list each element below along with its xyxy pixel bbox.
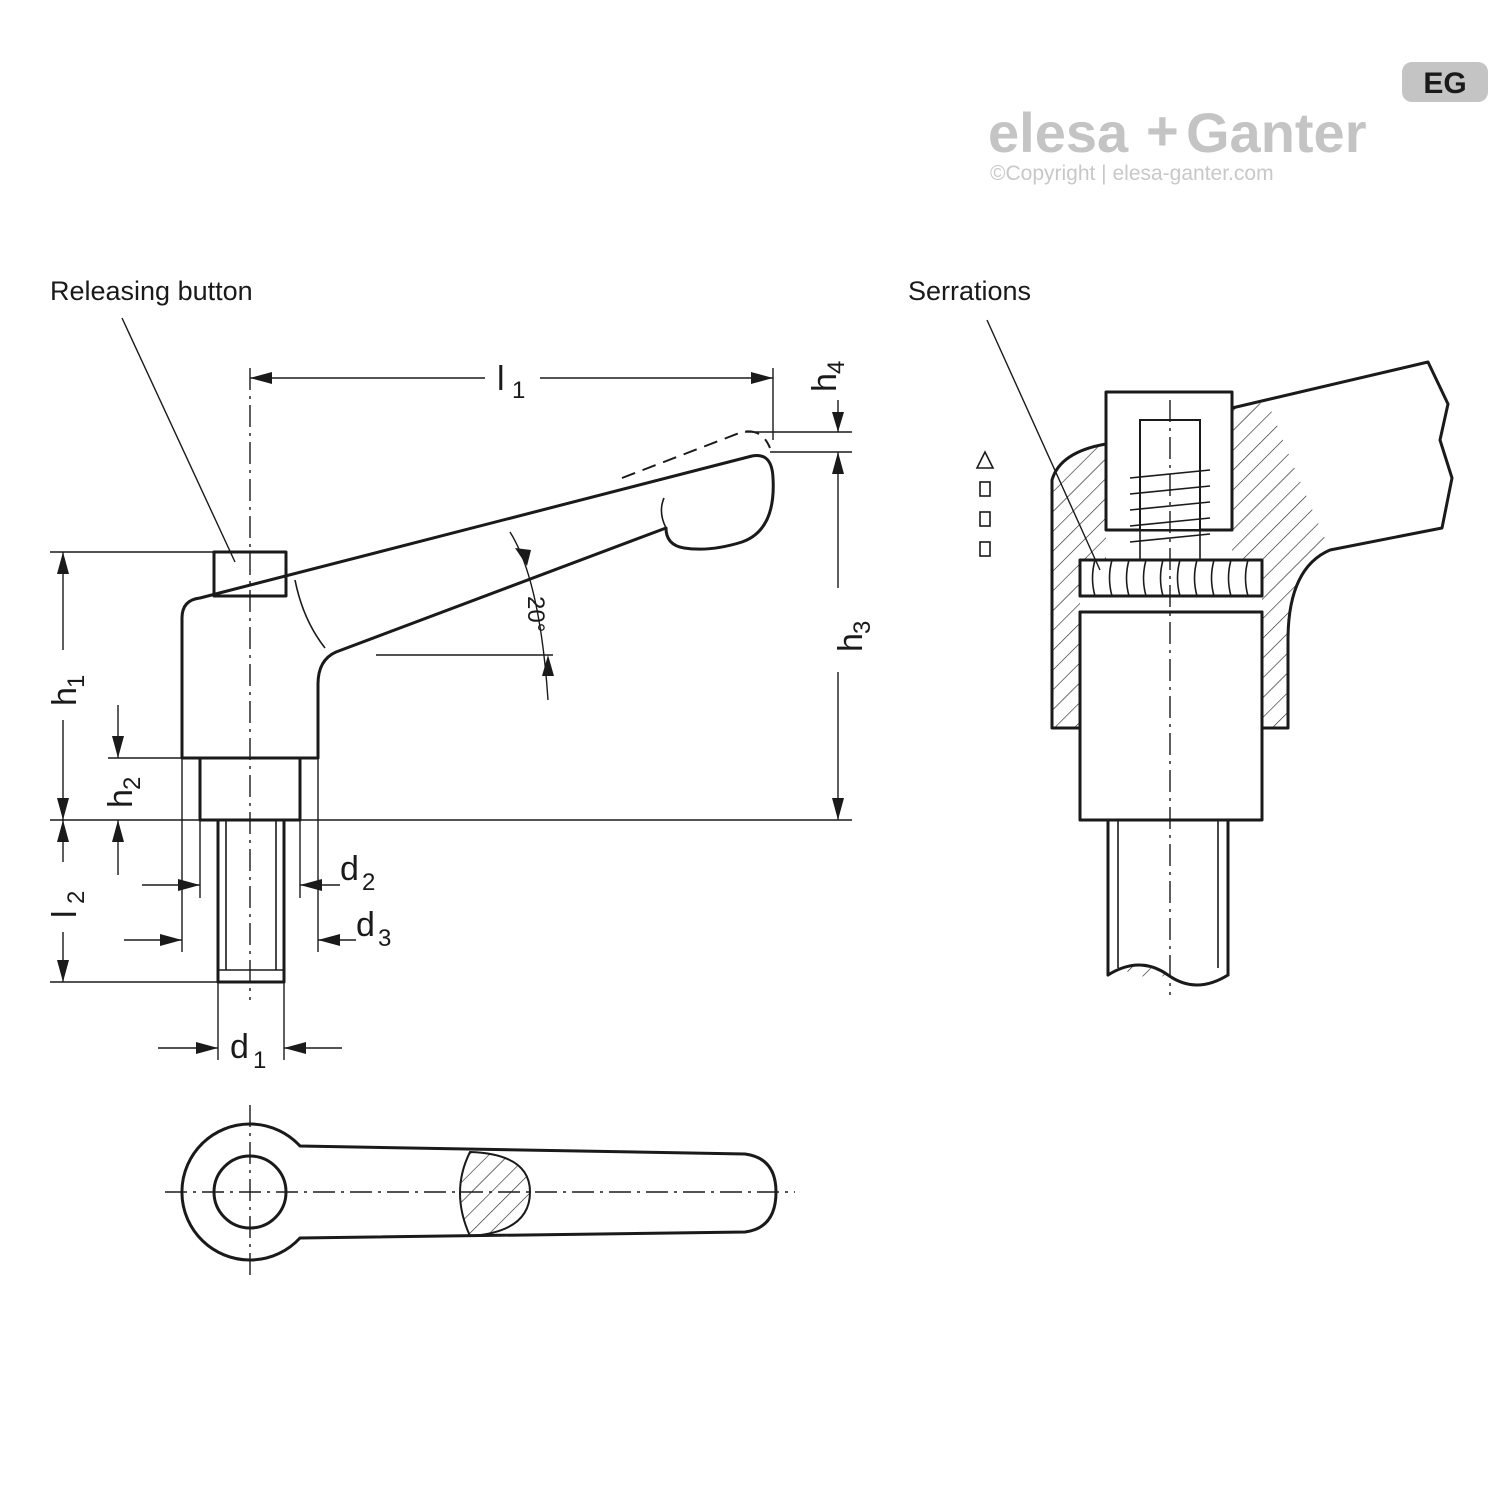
travel-arrow-icon: [975, 450, 995, 469]
releasing-button-shape: [212, 550, 288, 598]
arrow-d1-right: [284, 1042, 306, 1054]
arrow-angle-bottom: [542, 655, 554, 676]
serrations-band: [1078, 558, 1264, 598]
arrow-d2-left: [178, 879, 200, 891]
arrow-h2-bottom: [112, 820, 124, 842]
arrow-l2-bottom: [57, 960, 69, 982]
lever-body: [180, 453, 775, 760]
section-shaft-break-hatch: [1120, 964, 1168, 978]
arrow-d1-left: [196, 1042, 218, 1054]
dim-label-d3-sub: 3: [378, 925, 391, 952]
arrow-h3-top: [832, 452, 844, 474]
dim-label-l1-sub: 1: [512, 377, 525, 404]
travel-mark-2: [979, 511, 991, 527]
brand-logo: EG elesa + Ganter ©Copyright | elesa-gan…: [988, 62, 1488, 185]
arrow-d3-right: [318, 934, 340, 946]
lever-end-arc: [660, 497, 667, 529]
brand-plus: +: [1146, 99, 1179, 162]
dim-label-l2: l: [46, 910, 84, 918]
top-view-section: [459, 1150, 532, 1238]
callout-releasing-button: Releasing button: [50, 276, 253, 306]
dim-label-d2: d: [340, 850, 359, 888]
callout-releasing-button-leader: [121, 317, 236, 563]
brand-badge-text: EG: [1423, 67, 1466, 100]
arrow-h4: [832, 412, 844, 432]
arrow-l1-left: [250, 372, 272, 384]
dim-label-h2-group: h 2: [102, 777, 146, 808]
dim-label-angle-group: 20°: [522, 596, 549, 632]
dim-label-d3: d: [356, 906, 375, 944]
dim-label-h4: h: [806, 373, 844, 392]
arrow-h1-bottom: [57, 798, 69, 820]
brand-name-right: Ganter: [1186, 101, 1367, 164]
travel-mark-3: [979, 541, 991, 557]
travel-mark-1: [979, 481, 991, 497]
lever-alt-position: [621, 430, 771, 479]
arrow-d3-left: [160, 934, 182, 946]
arrow-h1-top: [57, 552, 69, 574]
dim-label-l1: l: [497, 360, 505, 398]
arrow-l2-top: [57, 820, 69, 842]
dim-label-h2: h: [102, 789, 140, 808]
arrow-d2-right: [300, 879, 322, 891]
arrow-h3-bottom: [832, 798, 844, 820]
brand-copyright: ©Copyright | elesa-ganter.com: [990, 162, 1274, 185]
dim-label-angle: 20°: [522, 596, 549, 632]
dim-label-h4-sub: 4: [823, 361, 850, 374]
section-arm-hatch: [1232, 402, 1330, 728]
dim-label-h1-group: h 1: [46, 675, 90, 706]
dim-label-l2-sub: 2: [63, 891, 90, 904]
serrations-teeth: [1091, 559, 1249, 597]
dim-label-h3-group: h 3: [832, 621, 876, 652]
arrow-h2-top: [112, 736, 124, 758]
dim-label-h2-sub: 2: [119, 777, 146, 790]
brand-name-left: elesa: [988, 101, 1129, 164]
dim-label-d1: d: [230, 1028, 249, 1066]
dim-label-h1-sub: 1: [63, 675, 90, 688]
dim-label-l2-group: l 2: [46, 891, 90, 918]
dim-label-h3: h: [832, 633, 870, 652]
section-view: [975, 360, 1454, 995]
dim-label-h4-group: h 4: [806, 361, 850, 392]
arrow-l1-right: [751, 372, 773, 384]
lever-transition-arc: [294, 579, 326, 649]
brand-badge-icon: [1402, 62, 1488, 102]
side-view: l 1 h 4 h 3 20°: [46, 360, 876, 1074]
threaded-stud: [216, 818, 286, 984]
dim-label-d2-sub: 2: [362, 869, 375, 896]
dim-label-h3-sub: 3: [849, 621, 876, 634]
dim-label-d1-sub: 1: [253, 1047, 266, 1074]
arrow-angle-top: [515, 548, 531, 566]
section-shaft: [1106, 818, 1230, 977]
top-view: [165, 1105, 795, 1278]
section-hub-body: [1078, 610, 1264, 822]
callout-serrations: Serrations: [908, 276, 1031, 306]
dim-label-h1: h: [46, 687, 84, 706]
